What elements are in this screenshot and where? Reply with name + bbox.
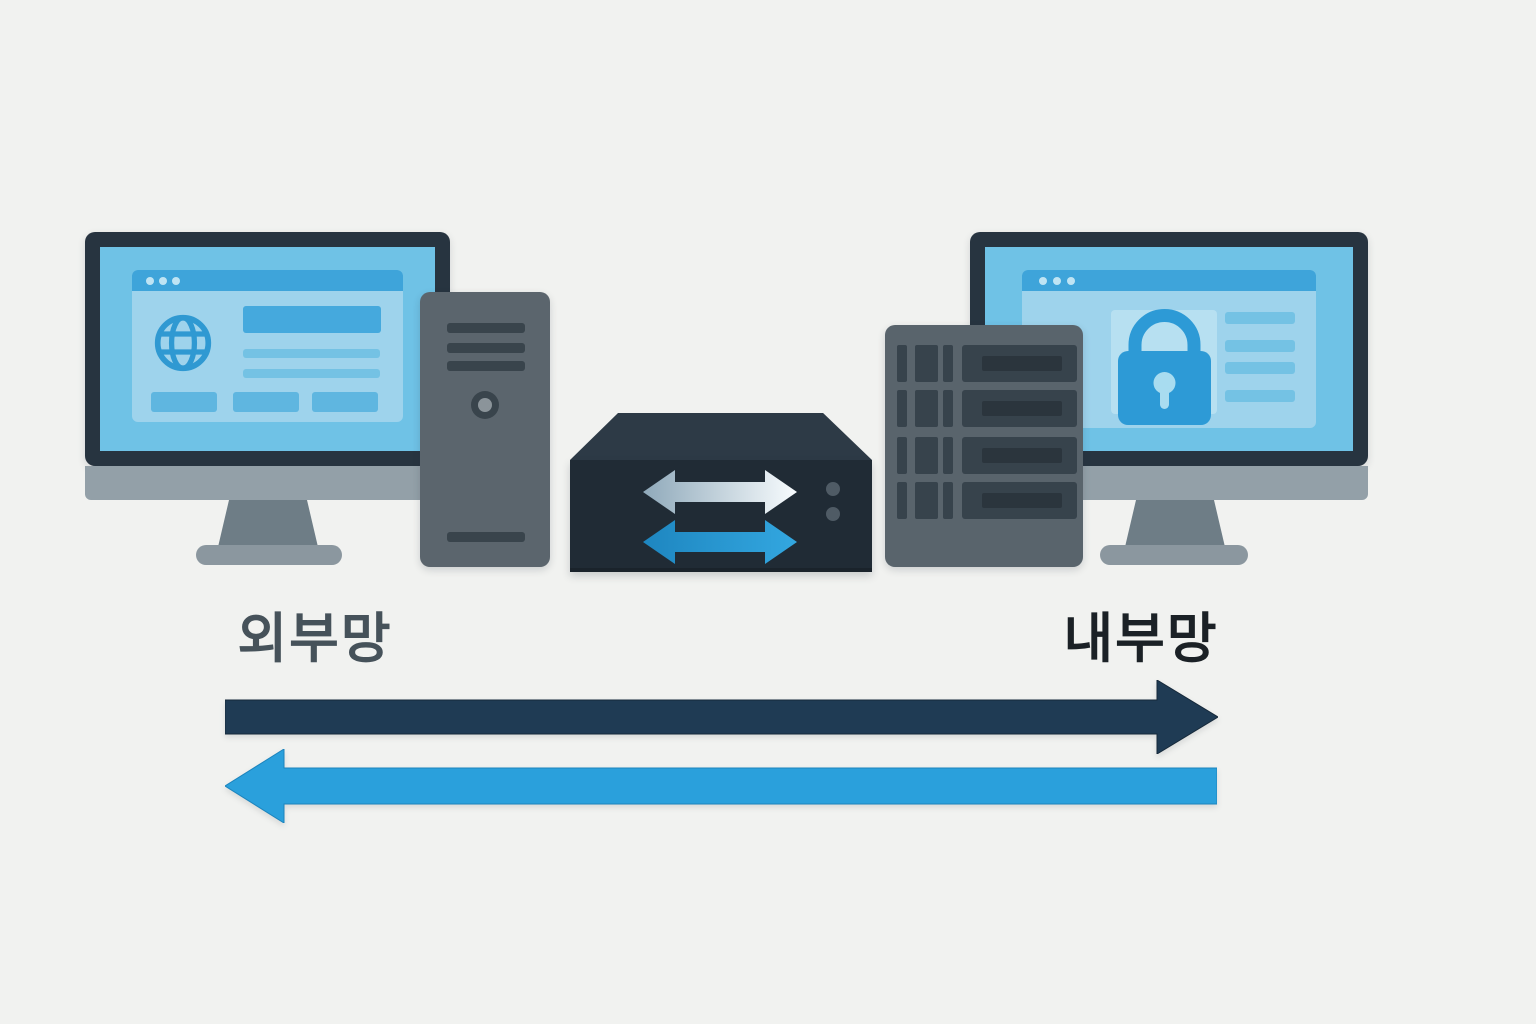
window-dot-icon [159,277,167,285]
lock-icon [1118,307,1211,425]
rack-rail [943,345,953,382]
rack-slot-inner [982,356,1062,371]
led-indicator [826,482,840,496]
inbound-flow-arrow [225,749,1217,823]
rack-rail [943,482,953,519]
rack-rail [915,345,938,382]
monitor-stand [218,500,318,547]
drive-slot [447,532,525,542]
button-block [233,392,299,412]
device-front-face [570,460,872,572]
browser-window [132,270,403,422]
device-top-face [570,413,872,460]
window-dot-icon [1053,277,1061,285]
internal-network-label: 내부망 [1063,609,1219,669]
rack-rail [897,482,907,519]
rack-rail [943,437,953,474]
text-line [1225,390,1295,402]
outbound-flow-arrow [225,680,1218,754]
rack-slot-inner [982,448,1062,463]
text-line [243,369,380,378]
monitor-base [1100,545,1248,565]
rack-slot-inner [982,493,1062,508]
rack-rail [897,390,907,427]
led-indicator [826,507,840,521]
monitor-base [196,545,342,565]
text-line [243,349,380,358]
window-dot-icon [1039,277,1047,285]
rack-rail [915,482,938,519]
tower-pc [420,292,550,567]
button-block [151,392,217,412]
server-rack [885,325,1083,567]
globe-icon [152,312,214,374]
window-dot-icon [172,277,180,285]
monitor-stand [1125,500,1225,547]
text-line [1225,362,1295,374]
rack-slot-inner [982,401,1062,416]
content-block [243,306,381,333]
window-dot-icon [146,277,154,285]
double-arrow-blue-icon [643,520,797,564]
external-network-label: 외부망 [237,609,393,669]
vent-slot [447,323,525,333]
power-button-inner [478,398,492,412]
text-line [1225,312,1295,324]
rack-rail [897,437,907,474]
browser-titlebar [132,270,403,291]
double-arrow-white-icon [643,470,797,514]
button-block [312,392,378,412]
rack-rail [943,390,953,427]
window-dot-icon [1067,277,1075,285]
vent-slot [447,343,525,353]
rack-rail [915,390,938,427]
browser-titlebar [1022,270,1316,291]
rack-rail [897,345,907,382]
rack-rail [915,437,938,474]
monitor-chin [85,466,450,500]
text-line [1225,340,1295,352]
vent-slot [447,361,525,371]
